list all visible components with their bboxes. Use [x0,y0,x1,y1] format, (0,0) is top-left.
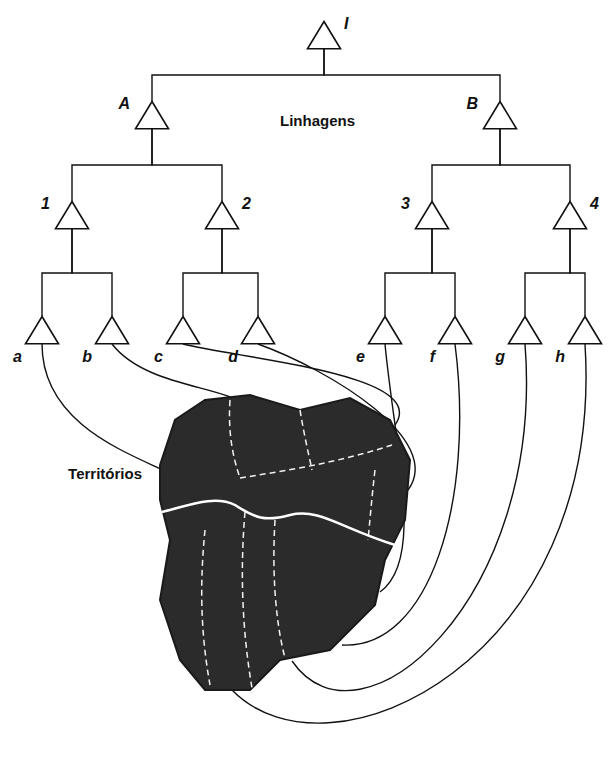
triangle-outline [136,102,169,129]
triangle-shape [134,100,170,130]
descent-line [222,229,258,316]
triangle-shape [414,200,450,230]
lineage-label: 1 [41,196,50,212]
descent-line [72,229,112,316]
triangle-outline [206,202,239,229]
territory-shape [150,385,420,700]
lineage-label: B [466,96,478,112]
territory-region: Territórios [150,385,420,700]
boundary-dashed [202,530,210,685]
descent-line [570,229,585,316]
triangle-outline [308,22,341,49]
lineage-triangle: 3 [414,200,450,230]
descent-line [500,129,570,201]
descent-line [324,49,500,101]
triangle-shape [165,315,201,345]
lineage-label: A [118,96,130,112]
triangle-outline [56,202,89,229]
territory-label: Territórios [68,465,142,482]
lineage-triangle: I [306,20,342,50]
triangle-shape [552,200,588,230]
triangle-outline [509,317,542,344]
triangle-shape [507,315,543,345]
descent-line [152,129,222,201]
lineage-label: a [13,349,22,365]
triangle-outline [96,317,129,344]
lineage-label: e [356,349,365,365]
boundary-dashed [229,400,240,478]
descent-line [432,229,455,316]
lineage-label: h [555,349,565,365]
descent-line [42,229,72,316]
lineage-triangle: f [437,315,473,345]
triangle-shape [306,20,342,50]
boundary-dashed [240,445,392,478]
boundary-dashed [368,470,375,540]
triangle-outline [242,317,275,344]
lineage-triangle: 4 [552,200,588,230]
descent-line [72,129,152,201]
lineage-label: d [228,349,238,365]
triangle-outline [569,317,602,344]
lineage-triangle: a [24,315,60,345]
lineage-label: I [344,16,348,32]
triangle-shape [240,315,276,345]
lineage-label: b [82,349,92,365]
triangle-shape [24,315,60,345]
triangle-outline [484,102,517,129]
territory-link [112,344,230,397]
triangle-shape [437,315,473,345]
triangle-shape [54,200,90,230]
lineage-triangle: 2 [204,200,240,230]
lineage-label: g [495,349,505,365]
lineage-triangle: c [165,315,201,345]
descent-line [525,229,570,316]
lineage-label: 3 [401,196,410,212]
territory-link [42,344,163,470]
descent-line [385,229,432,316]
boundary-solid [162,501,395,545]
triangle-outline [554,202,587,229]
boundary-dashed [274,520,285,658]
section-label: Linhagens [280,112,355,129]
lineage-triangle: 1 [54,200,90,230]
boundary-dashed [300,410,312,470]
triangle-outline [369,317,402,344]
descent-line [152,49,324,101]
lineage-triangle: e [367,315,403,345]
boundary-dashed [242,512,252,688]
lineage-label: c [154,349,163,365]
lineage-triangle: g [507,315,543,345]
triangle-outline [439,317,472,344]
triangle-outline [26,317,59,344]
descent-line [183,229,222,316]
lineage-label: 2 [242,196,251,212]
triangle-outline [167,317,200,344]
lineage-triangle: B [482,100,518,130]
lineage-triangle: h [567,315,603,345]
territory-blob [160,395,410,690]
triangle-shape [482,100,518,130]
lineage-triangle: d [240,315,276,345]
descent-line [432,129,500,201]
triangle-shape [94,315,130,345]
lineage-label: 4 [590,196,599,212]
triangle-shape [567,315,603,345]
triangle-shape [367,315,403,345]
lineage-triangle: A [134,100,170,130]
lineage-triangle: b [94,315,130,345]
lineage-label: f [430,349,435,365]
triangle-outline [416,202,449,229]
triangle-shape [204,200,240,230]
